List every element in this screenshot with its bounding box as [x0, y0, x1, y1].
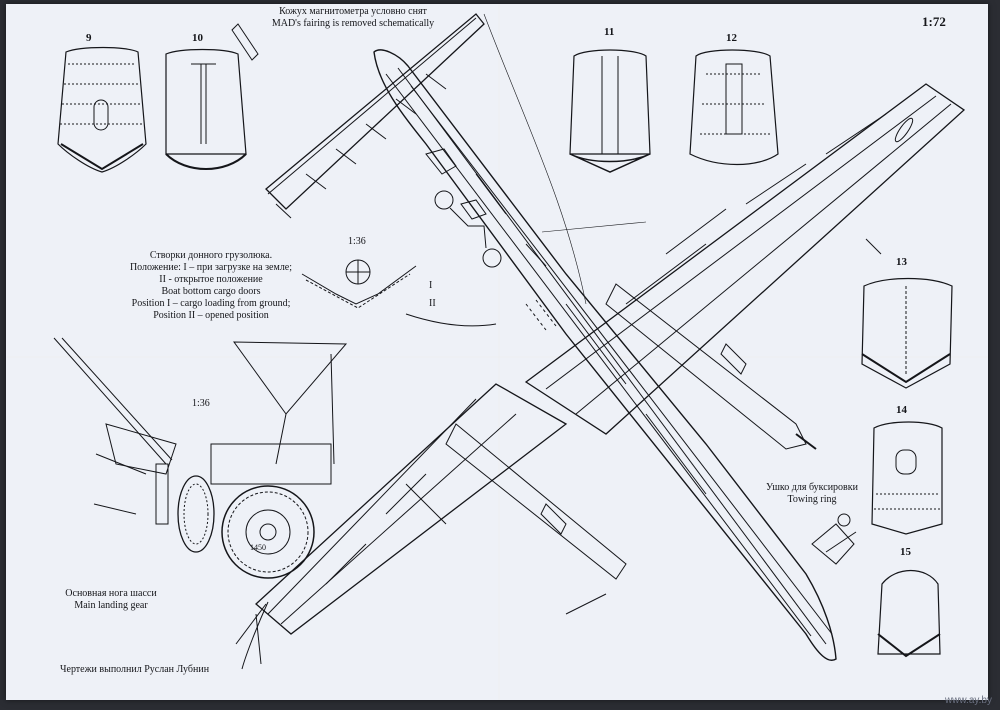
mad-note-ru: Кожух магнитометра условно снят [279, 6, 427, 17]
gear-scale: 1:36 [192, 398, 210, 409]
towing-ring-detail [811, 513, 857, 565]
cargo-door-detail [301, 259, 417, 309]
doors-scale: 1:36 [348, 236, 366, 247]
door-leader-arrow [405, 313, 497, 327]
section-label-12: 12 [726, 32, 737, 44]
fold-line-vertical [498, 4, 500, 700]
aircraft-drawing [53, 13, 966, 670]
author-credit: Чертежи выполнил Руслан Лубнин [60, 664, 210, 675]
fuselage-outline [373, 49, 837, 661]
section-label-13: 13 [896, 256, 907, 268]
section-label-15: 15 [900, 546, 911, 558]
main-landing-gear-right [210, 341, 348, 579]
drawing-sheet: Кожух магнитометра условно снят MAD's fa… [6, 4, 988, 700]
mad-note-en: MAD's fairing is removed schematically [271, 18, 435, 29]
section-label-11: 11 [604, 26, 615, 38]
towing-ru: Ушко для буксировки [766, 482, 858, 493]
watermark: www.ay.by [944, 695, 992, 706]
gear-caption-en: Main landing gear [74, 600, 148, 611]
section-label-14: 14 [896, 404, 907, 416]
section-9 [57, 46, 147, 173]
section-label-9: 9 [86, 32, 92, 44]
mad-note: Кожух магнитометра условно снят MAD's fa… [253, 6, 453, 30]
doors-note-line: Position II – opened position [153, 310, 269, 321]
doors-note-line: Boat bottom cargo doors [161, 286, 261, 297]
doors-note-line: Position I – cargo loading from ground; [131, 298, 291, 309]
section-14 [871, 421, 943, 535]
tire-marking: 1450 [250, 543, 266, 552]
reference-line-2 [541, 221, 647, 233]
gear-caption-ru: Основная нога шасси [65, 588, 157, 599]
wing-left [235, 383, 568, 670]
section-label-10: 10 [192, 32, 203, 44]
towing-en: Towing ring [787, 494, 837, 505]
wing-right [524, 83, 966, 435]
section-12 [689, 49, 779, 166]
doors-note-line: II - открытое положение [159, 274, 263, 285]
section-11 [569, 49, 651, 173]
section-15 [877, 570, 941, 658]
gear-caption: Основная нога шасси Main landing gear [56, 588, 166, 612]
towing-ring-caption: Ушко для буксировки Towing ring [758, 482, 866, 506]
cargo-doors-note: Створки донного грузолюка. Положение: I … [126, 250, 296, 322]
engine-nacelles [445, 283, 817, 615]
main-scale: 1:72 [922, 14, 946, 29]
door-position-2: II [429, 298, 436, 309]
door-position-1: I [429, 280, 433, 291]
section-10 [165, 48, 247, 170]
section-13 [861, 277, 953, 389]
doors-note-line: Створки донного грузолюка. [149, 250, 273, 261]
doors-note-line: Положение: I – при загрузке на земле; [129, 262, 293, 273]
fold-line-horizontal [6, 356, 988, 358]
main-landing-gear-left [53, 337, 215, 553]
tailplane [231, 13, 485, 219]
reference-line [483, 13, 587, 305]
